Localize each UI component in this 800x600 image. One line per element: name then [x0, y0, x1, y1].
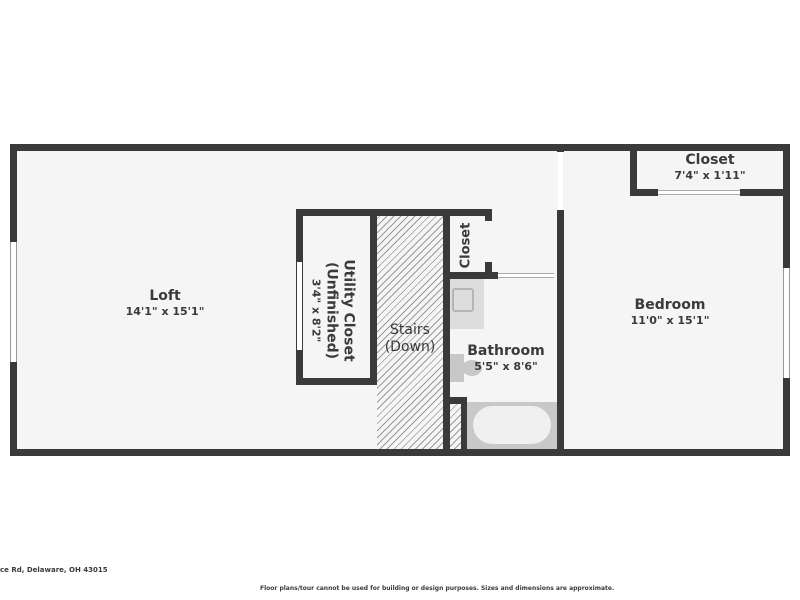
room-label-loft: Loft 14'1" x 15'1" — [105, 288, 225, 318]
small-closet-bottom-wall — [443, 272, 498, 279]
top-closet-left-wall — [630, 144, 637, 196]
utility-wall-bottom — [296, 378, 377, 385]
top-closet-bottom-right — [740, 189, 790, 196]
room-name: Closet — [458, 222, 474, 269]
outer-wall-top — [10, 144, 790, 151]
utility-floor — [303, 216, 370, 378]
room-name: Bathroom — [467, 343, 545, 359]
room-label-closet-small: Closet — [458, 216, 475, 276]
address-text: ce Rd, Delaware, OH 43015 — [0, 566, 108, 574]
stairs-right-wall — [443, 209, 450, 449]
room-name: Loft — [149, 288, 181, 304]
bedroom-left-wall — [557, 210, 564, 450]
bedroom-left-wall-top — [557, 144, 564, 152]
room-name: Closet — [685, 152, 735, 168]
room-label-closet-top: Closet 7'4" x 1'11" — [650, 152, 770, 182]
room-label-bedroom: Bedroom 11'0" x 15'1" — [610, 297, 730, 327]
bedroom-door — [558, 152, 563, 210]
room-name-line1: Stairs — [390, 322, 430, 338]
bath-nook-wall-top — [443, 397, 467, 404]
bath-nook-wall-right — [461, 397, 467, 450]
room-name-line2: (Down) — [384, 339, 436, 355]
sink-icon — [452, 288, 474, 312]
small-closet-door — [498, 273, 554, 278]
room-label-stairs: Stairs (Down) — [377, 322, 443, 356]
stairs-nook-hatch — [450, 404, 461, 449]
room-dimensions: 11'0" x 15'1" — [630, 314, 710, 327]
outer-wall-bottom — [10, 449, 790, 456]
top-closet-door — [658, 190, 740, 195]
room-name-line1: Utility Closet — [340, 259, 357, 362]
utility-wall-right — [370, 209, 377, 385]
top-closet-bottom-left — [630, 189, 658, 196]
room-name: Bedroom — [634, 297, 706, 313]
small-closet-right-wall — [485, 209, 492, 221]
utility-wall-top — [296, 209, 492, 216]
utility-door — [297, 262, 302, 350]
small-closet-right-wall-lower — [485, 262, 492, 276]
room-label-bathroom: Bathroom 5'5" x 8'6" — [458, 343, 554, 373]
room-dimensions: 5'5" x 8'6" — [474, 360, 538, 373]
bathtub-icon — [473, 406, 551, 444]
room-dimensions: 7'4" x 1'11" — [674, 169, 746, 182]
toilet-icon — [450, 354, 464, 382]
room-label-utility: Utility Closet (Unfinished) 3'4" x 8'2" — [310, 241, 357, 381]
stairs-hatch — [377, 216, 443, 449]
room-dimensions: 14'1" x 15'1" — [125, 305, 205, 318]
room-name-line2: (Unfinished) — [323, 261, 340, 360]
bathroom-vanity — [450, 279, 484, 329]
window-bedroom-right — [783, 268, 790, 378]
room-dimensions: 3'4" x 8'2" — [309, 278, 323, 343]
disclaimer-text: Floor plans/tour cannot be used for buil… — [260, 585, 615, 592]
toilet-bowl — [462, 360, 482, 376]
window-loft-left — [10, 242, 17, 362]
